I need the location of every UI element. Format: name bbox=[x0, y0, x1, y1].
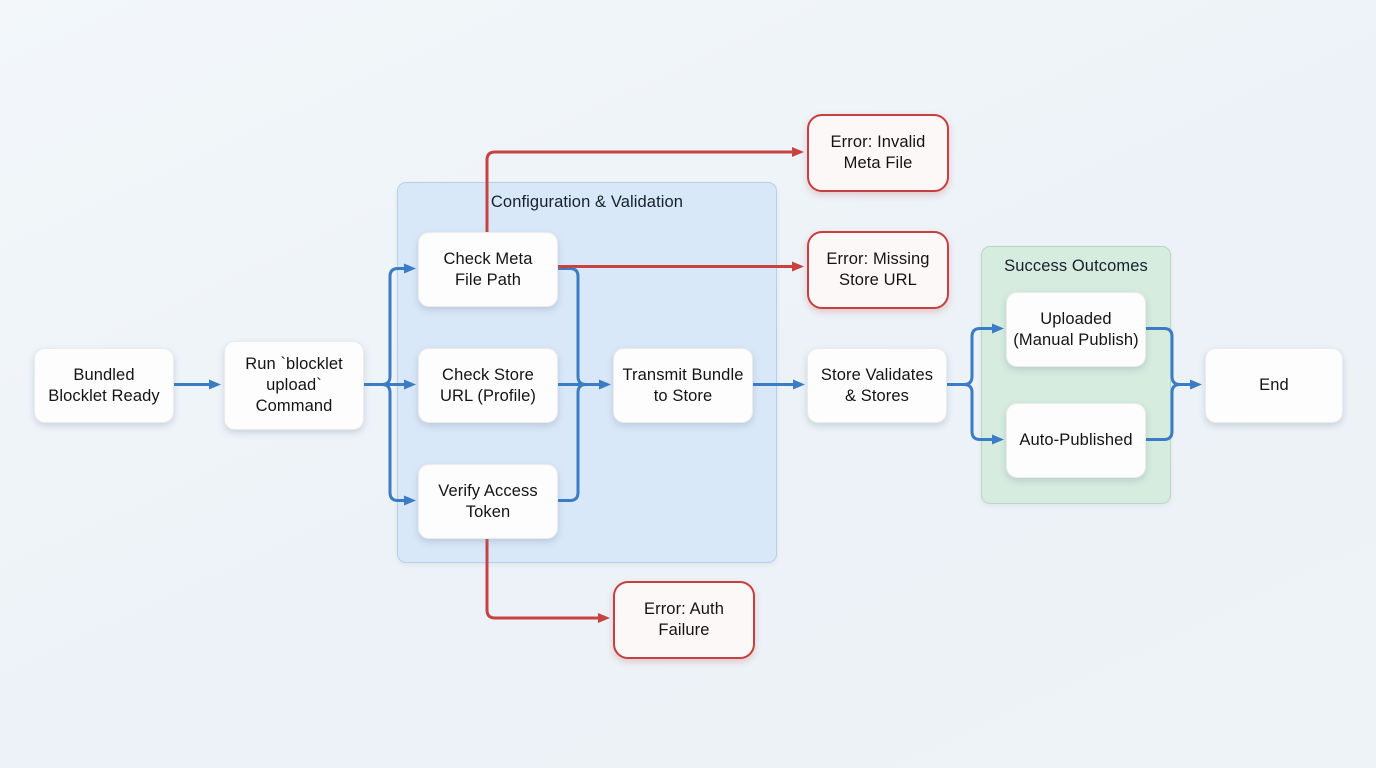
node-end: End bbox=[1205, 348, 1343, 423]
edge-run-to-check-meta bbox=[362, 263, 416, 386]
edge-store-validates-to-uploaded bbox=[945, 323, 1004, 386]
edge-uploaded-to-end bbox=[1144, 327, 1202, 390]
edge-check-meta-to-error-invalid-meta bbox=[485, 147, 804, 232]
node-auto-published: Auto-Published bbox=[1006, 403, 1146, 478]
node-run-blocklet-upload-command: Run `blocklet upload` Command bbox=[224, 341, 364, 430]
node-check-store-url-profile: Check Store URL (Profile) bbox=[418, 348, 558, 423]
edge-check-meta-to-collector bbox=[556, 267, 592, 386]
node-transmit-bundle-to-store: Transmit Bundle to Store bbox=[613, 348, 753, 423]
node-uploaded-manual-publish: Uploaded (Manual Publish) bbox=[1006, 292, 1146, 367]
node-check-meta-file-path: Check Meta File Path bbox=[418, 232, 558, 307]
container-label-configuration-validation: Configuration & Validation bbox=[490, 193, 684, 211]
edge-verify-token-to-collector bbox=[556, 383, 592, 502]
node-error-missing-store-url: Error: Missing Store URL bbox=[807, 231, 949, 309]
node-verify-access-token: Verify Access Token bbox=[418, 464, 558, 539]
node-error-auth-failure: Error: Auth Failure bbox=[613, 581, 755, 659]
node-store-validates-and-stores: Store Validates & Stores bbox=[807, 348, 947, 423]
edge-store-validates-to-auto-published bbox=[945, 383, 1004, 445]
edge-verify-token-to-error-auth bbox=[485, 537, 610, 623]
edge-run-to-verify-token bbox=[362, 383, 416, 506]
node-error-invalid-meta-file: Error: Invalid Meta File bbox=[807, 114, 949, 192]
edge-auto-published-to-end bbox=[1144, 383, 1181, 441]
node-bundled-blocklet-ready: Bundled Blocklet Ready bbox=[34, 348, 174, 423]
container-label-success-outcomes: Success Outcomes bbox=[1004, 257, 1148, 275]
